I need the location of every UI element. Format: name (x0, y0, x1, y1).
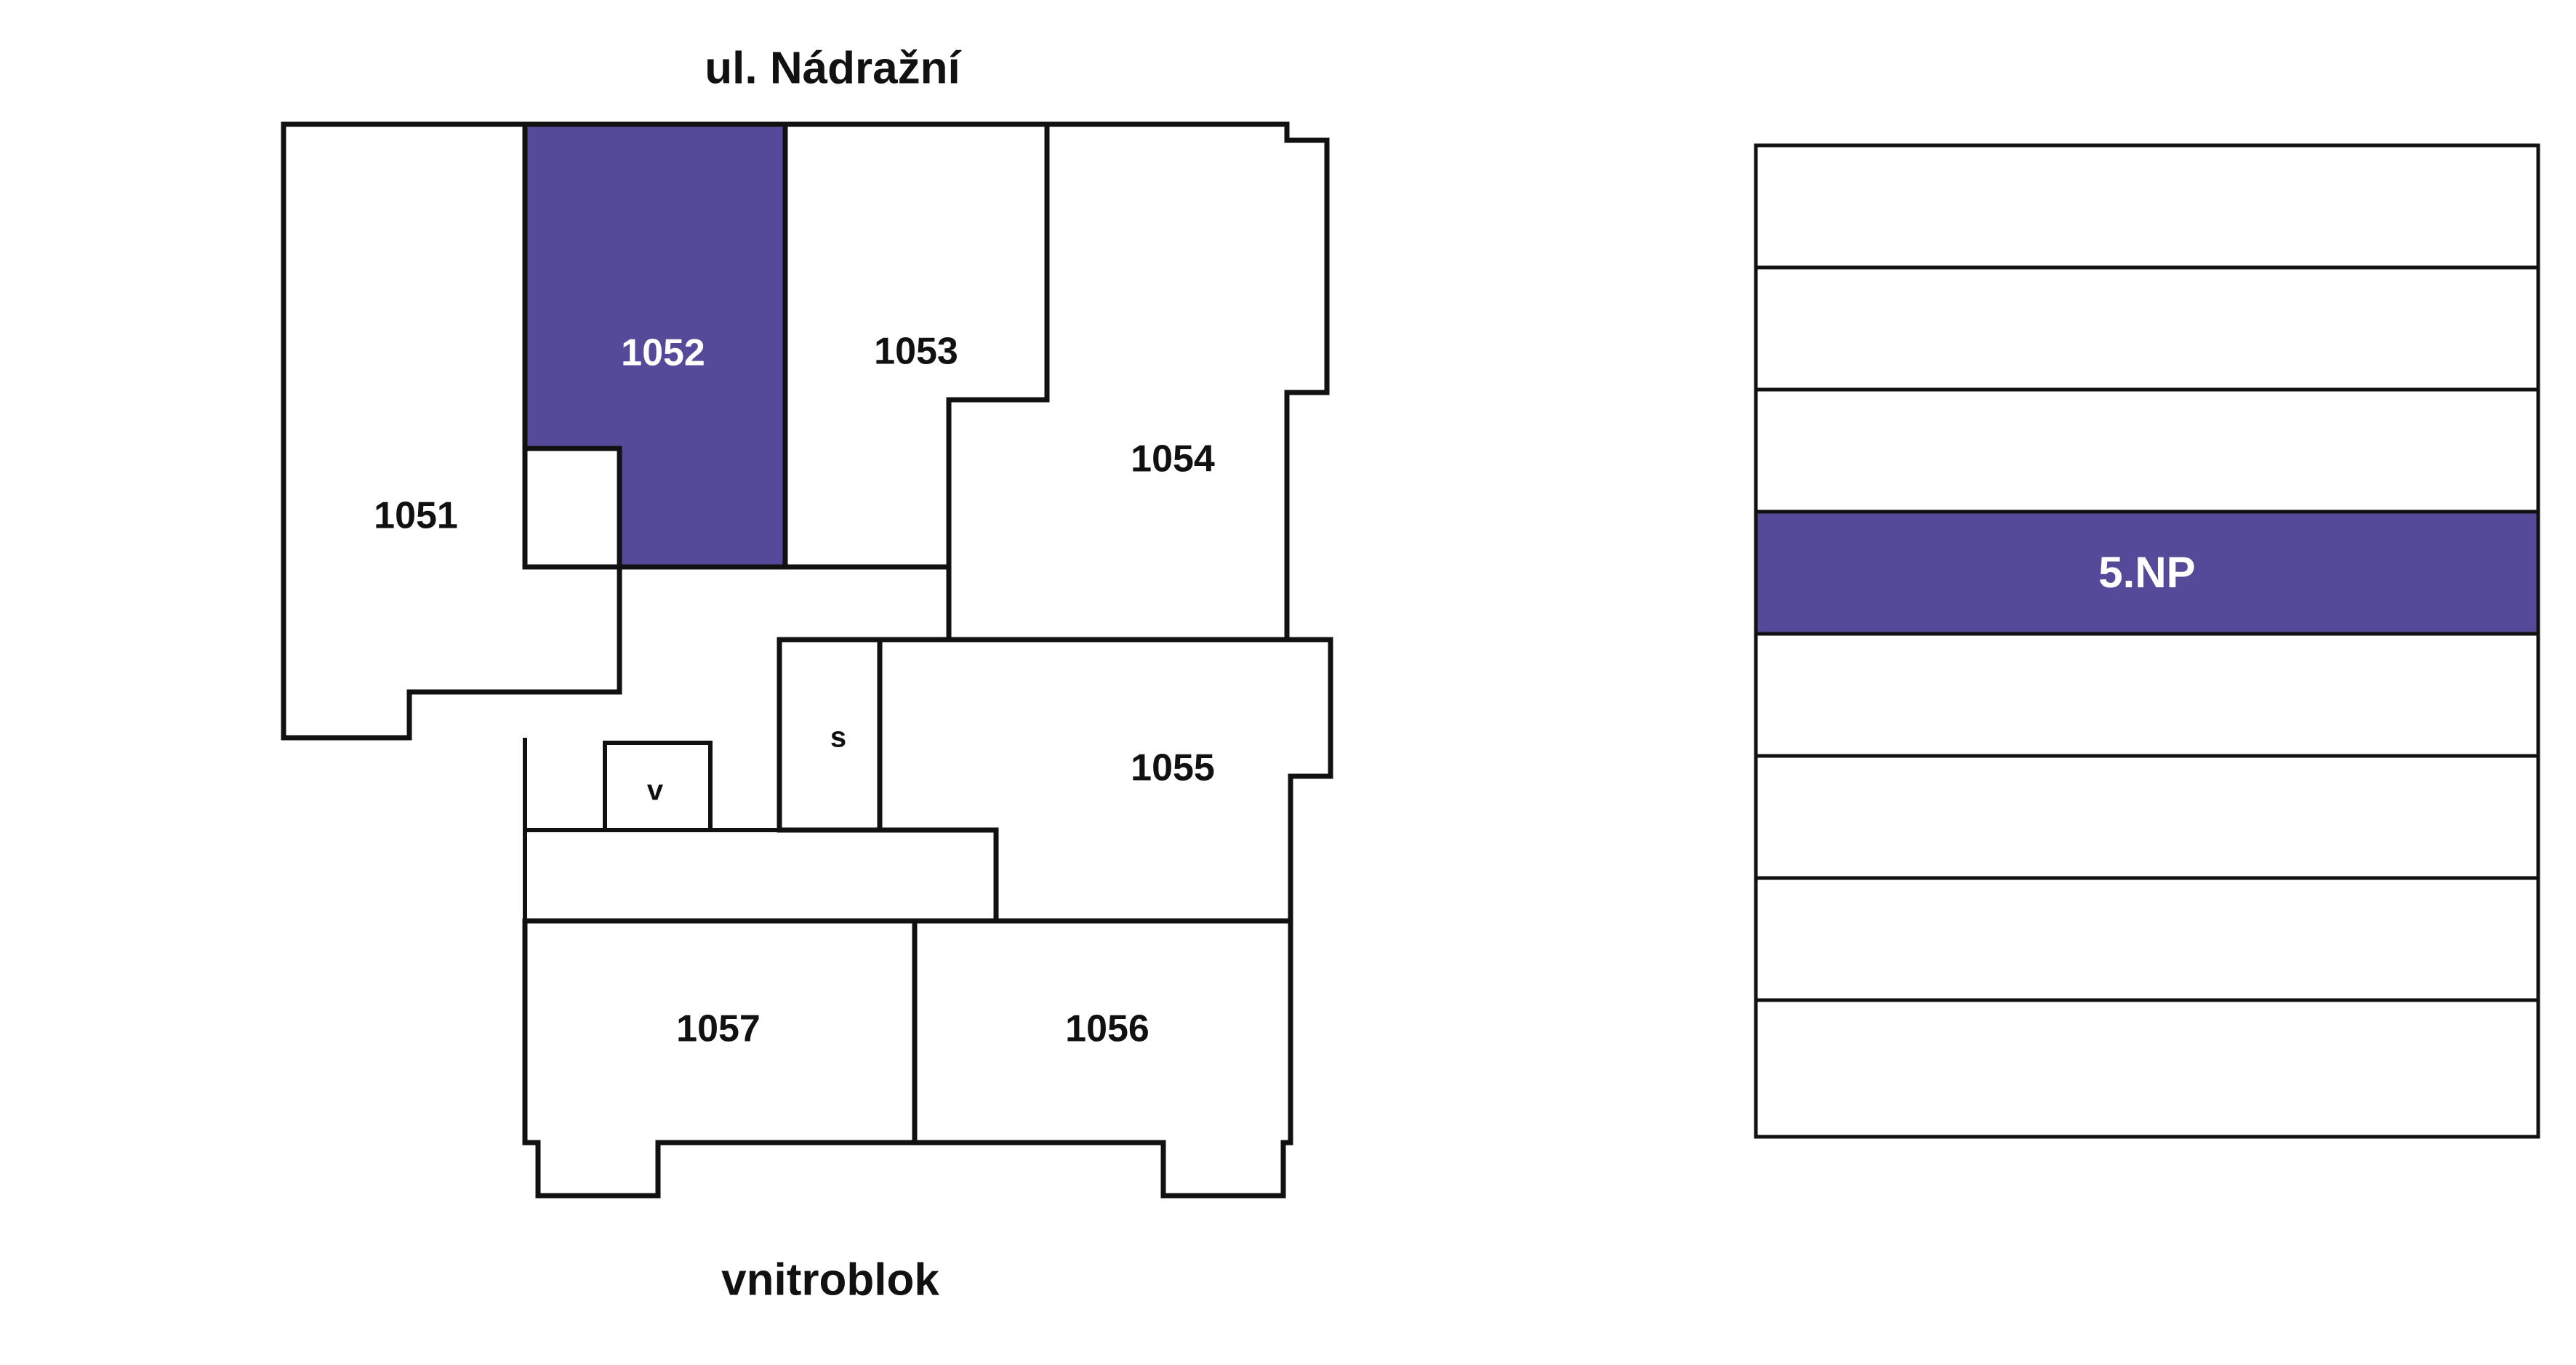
floor-row-2[interactable] (1754, 876, 2540, 1002)
unit-1051-label: 1051 (374, 495, 458, 537)
room-v-shape[interactable] (603, 741, 713, 832)
room-s-shape[interactable] (777, 637, 883, 833)
unit-1053-label: 1053 (874, 331, 958, 373)
unit-1055-label: 1055 (1131, 747, 1215, 789)
floor-stack: 5.NP (1754, 143, 2540, 1139)
floor-row-3[interactable] (1754, 754, 2540, 880)
courtyard-label: vnitroblok (721, 1255, 939, 1305)
unit-1054-label: 1054 (1131, 438, 1215, 480)
unit-1056-label: 1056 (1065, 1008, 1149, 1050)
room-s-label: s (830, 722, 846, 754)
unit-1057-label: 1057 (676, 1008, 761, 1050)
unit-1057-shape[interactable] (522, 918, 918, 1199)
floor-row-7[interactable] (1754, 265, 2540, 392)
street-label: ul. Nádražní (705, 43, 961, 93)
unit-1052-label: 1052 (621, 332, 705, 374)
unit-1055-shape[interactable] (877, 637, 1333, 924)
floor-row-5np-label: 5.NP (2098, 548, 2195, 597)
unit-1054-shape[interactable] (946, 121, 1330, 643)
floor-row-8[interactable] (1754, 143, 2540, 270)
floor-row-4[interactable] (1754, 632, 2540, 758)
room-v-label: v (647, 775, 664, 807)
floor-row-1[interactable] (1754, 998, 2540, 1139)
floor-row-5np[interactable] (1754, 510, 2540, 636)
floor-row-6[interactable] (1754, 387, 2540, 514)
unit-1056-shape[interactable] (912, 918, 1293, 1199)
